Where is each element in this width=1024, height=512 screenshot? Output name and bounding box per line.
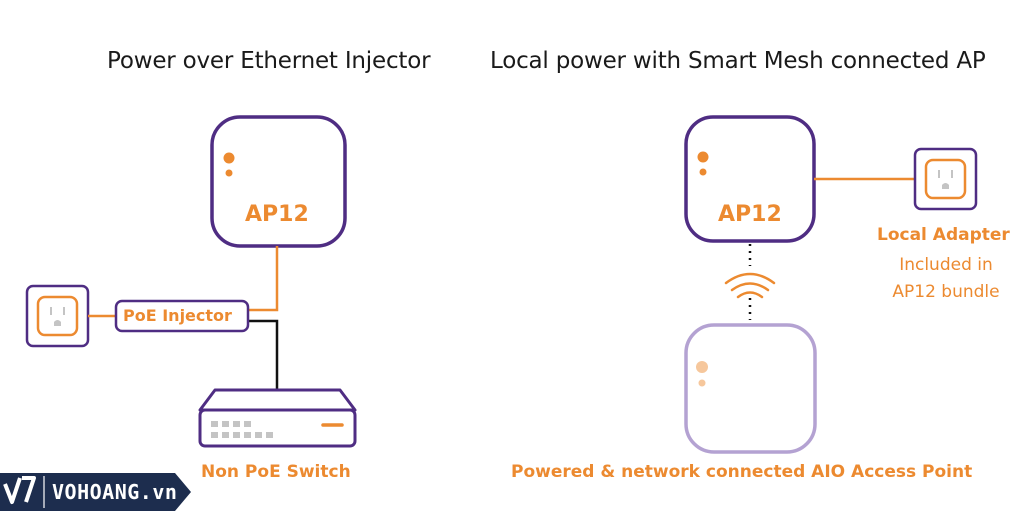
outlet-face-icon — [924, 158, 967, 200]
ethernet-cable-black — [248, 319, 279, 390]
led-large-icon — [223, 152, 235, 164]
adapter-note-line2: AP12 bundle — [892, 282, 1000, 302]
switch-ports-icon — [211, 421, 273, 438]
left-section-title: Power over Ethernet Injector — [107, 48, 431, 74]
local-adapter-label: Local Adapter — [877, 225, 1010, 245]
aio-access-point-label: Powered & network connected AIO Access P… — [511, 462, 973, 482]
ap12-device-left — [210, 115, 347, 248]
outlet-face-icon — [36, 295, 79, 337]
aio-access-point — [684, 323, 817, 454]
vohoang-logo — [0, 473, 191, 511]
non-poe-switch — [198, 408, 357, 448]
led-small-icon — [225, 169, 233, 177]
logo-mark-icon — [3, 476, 36, 504]
adapter-note: Included in AP12 bundle — [866, 252, 1024, 306]
led-large-icon — [696, 361, 708, 373]
led-large-icon — [697, 151, 709, 163]
ap12-label-right: AP12 — [718, 202, 782, 227]
poe-cable-orange — [248, 246, 279, 312]
adapter-note-line1: Included in — [899, 255, 993, 275]
led-small-icon — [699, 168, 707, 176]
switch-top — [198, 388, 357, 412]
poe-injector-box — [114, 299, 250, 333]
non-poe-switch-label: Non PoE Switch — [201, 462, 351, 482]
led-small-icon — [698, 379, 706, 387]
wifi-icon — [724, 272, 776, 299]
poe-injector-label: PoE Injector — [123, 306, 232, 325]
watermark-text: VOHOANG.vn — [52, 480, 178, 504]
ap12-label-left: AP12 — [245, 202, 309, 227]
right-section-title: Local power with Smart Mesh connected AP — [490, 48, 986, 74]
